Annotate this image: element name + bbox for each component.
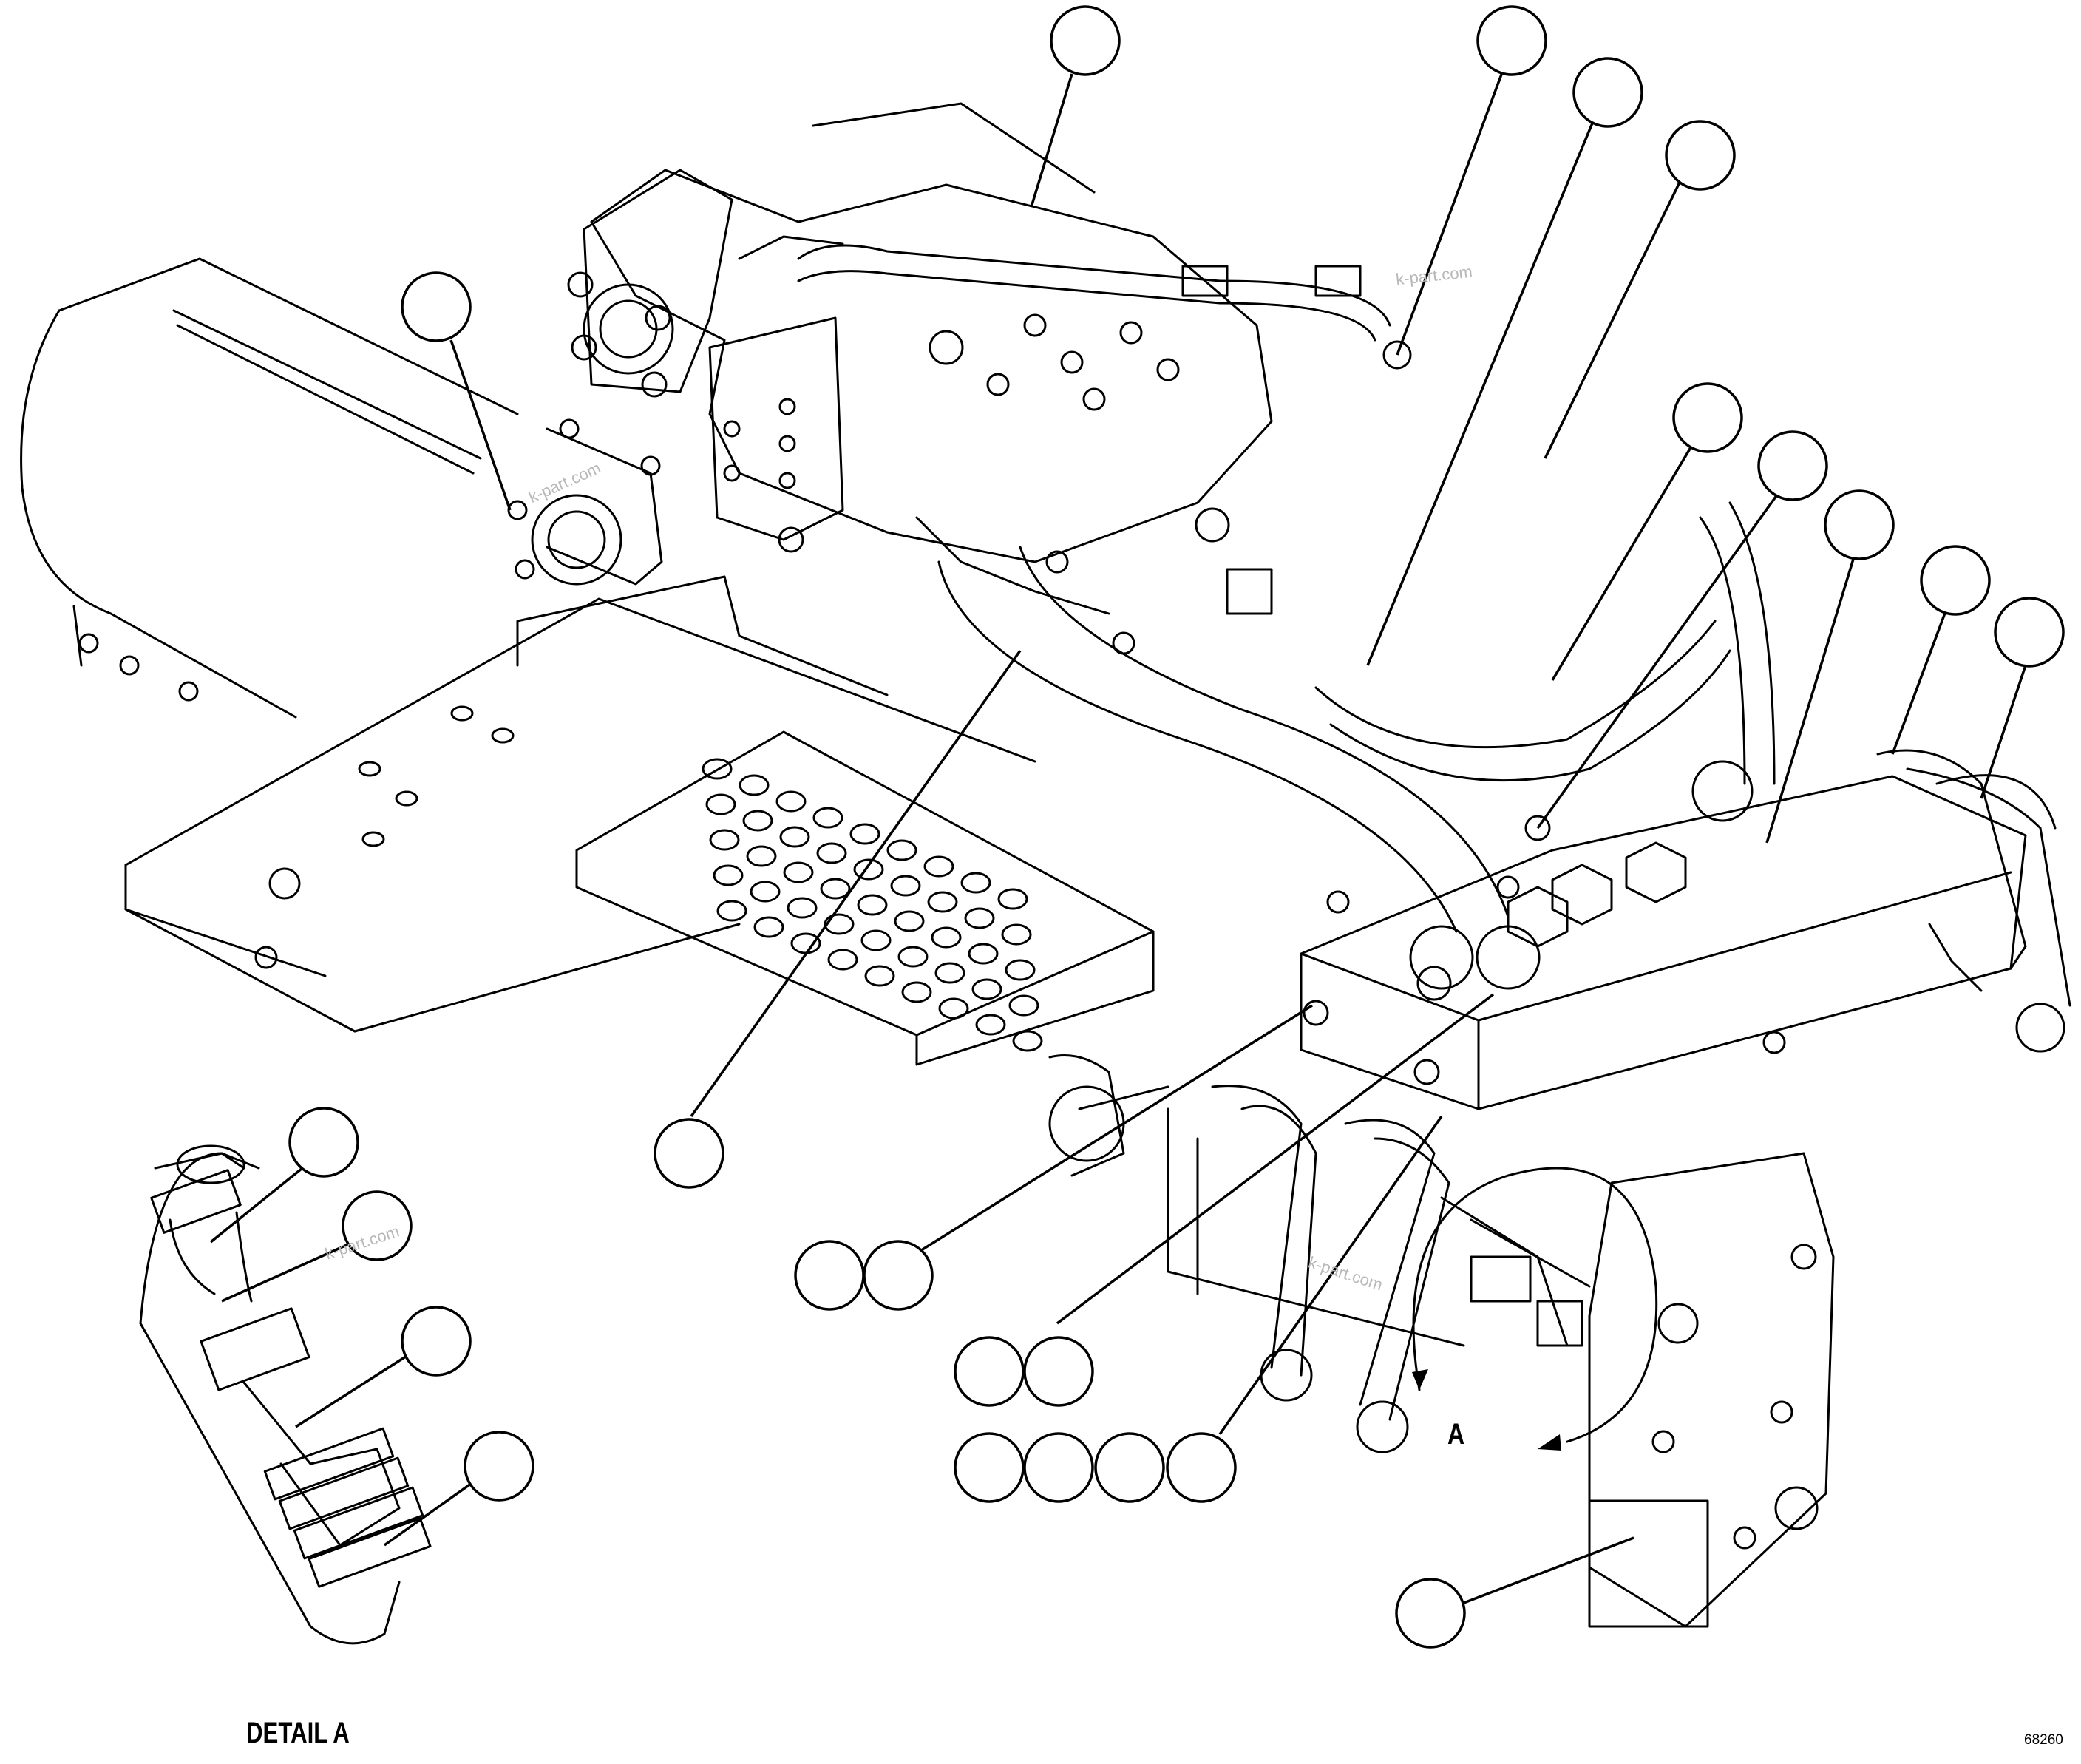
plate-hole: [779, 826, 810, 848]
main-valve-block: [1300, 775, 2027, 1110]
plate-hole: [1001, 923, 1032, 946]
plate-hole: [886, 839, 917, 861]
plate-hole: [824, 913, 855, 935]
plate-hole: [827, 949, 858, 971]
balloon: [1395, 1578, 1466, 1649]
balloon: [1023, 1432, 1094, 1503]
plate-hole: [857, 894, 888, 916]
pressure-tube-right: [1314, 501, 1776, 822]
balloon: [954, 1336, 1025, 1407]
plate-hole: [702, 758, 733, 780]
item-balloons: [288, 5, 2065, 1649]
balloon: [401, 1306, 472, 1377]
balloon: [1672, 382, 1743, 453]
plate-hole: [812, 807, 843, 829]
balloon: [1824, 489, 1895, 560]
plate-hole: [901, 981, 932, 1003]
plate-hole: [709, 829, 740, 851]
balloon: [342, 1190, 413, 1261]
plate-hole: [971, 978, 1002, 1000]
balloon: [1050, 5, 1121, 76]
plate-hole: [790, 932, 821, 954]
plate-hole: [1008, 994, 1039, 1017]
plate-hole: [997, 888, 1028, 910]
plate-hole: [705, 793, 736, 815]
plate-hole: [931, 926, 962, 949]
plate-hole: [938, 997, 969, 1020]
detail-caption: DETAIL A: [246, 1717, 350, 1749]
plate-hole: [975, 1014, 1006, 1036]
plate-hole: [775, 790, 807, 813]
plate-hole: [746, 845, 777, 867]
balloon: [1994, 597, 2065, 668]
balloon: [954, 1432, 1025, 1503]
balloon: [1920, 545, 1991, 616]
plate-hole: [1012, 1030, 1043, 1052]
plate-hole: [864, 965, 895, 987]
plate-hole: [934, 962, 965, 984]
balloon: [1023, 1336, 1094, 1407]
view-arrow-label: A: [1447, 1418, 1465, 1451]
suction-tube-left: [937, 546, 1541, 990]
detail-a-callout-circle: [1412, 1167, 1658, 1451]
plate-hole: [1005, 959, 1036, 981]
upper-hose: [797, 244, 1412, 370]
balloon: [401, 271, 472, 342]
balloon: [1094, 1432, 1165, 1503]
balloon: [288, 1107, 359, 1178]
balloon: [464, 1431, 534, 1502]
balloon: [1476, 5, 1547, 76]
plate-hole: [927, 891, 958, 913]
figure-number: 68260: [2024, 1732, 2063, 1748]
balloon: [863, 1240, 934, 1311]
hydraulic-tank: [20, 257, 519, 719]
pump-side-flange: [567, 169, 733, 398]
plate-hole: [750, 881, 781, 903]
balloon: [1757, 430, 1828, 501]
plate-hole: [783, 861, 814, 883]
plate-hole: [897, 946, 929, 968]
plate-hole: [816, 842, 847, 864]
frame-deck: [124, 575, 1036, 1033]
plate-hole: [713, 864, 744, 886]
balloon: [1665, 120, 1736, 191]
plate-hole: [894, 910, 925, 932]
balloon: [1572, 57, 1643, 128]
detail-a-fitting: [139, 1144, 432, 1645]
plate-hole: [742, 810, 773, 832]
balloon: [1166, 1432, 1237, 1503]
plate-hole: [716, 900, 747, 922]
balloon: [654, 1118, 724, 1189]
control-valve-block: [708, 316, 844, 553]
tank-outlet-flange: [507, 418, 663, 586]
plate-hole: [849, 823, 880, 845]
plate-hole: [860, 929, 892, 951]
plate-hole: [853, 858, 884, 881]
plate-hole: [739, 774, 770, 796]
plate-hole: [964, 907, 995, 929]
pump-assembly: [590, 102, 1273, 655]
plate-hole: [960, 872, 991, 894]
plate-hole: [820, 878, 851, 900]
plate-hole: [753, 916, 784, 938]
plate-hole: [890, 875, 921, 897]
plate-hole: [923, 855, 954, 878]
perforated-step-plate: [575, 730, 1155, 1066]
plate-hole: [968, 943, 999, 965]
auxiliary-gear-pump: [1588, 1152, 1835, 1628]
plate-hole: [787, 897, 818, 919]
balloon: [794, 1240, 865, 1311]
leader-lines: [209, 66, 2027, 1606]
